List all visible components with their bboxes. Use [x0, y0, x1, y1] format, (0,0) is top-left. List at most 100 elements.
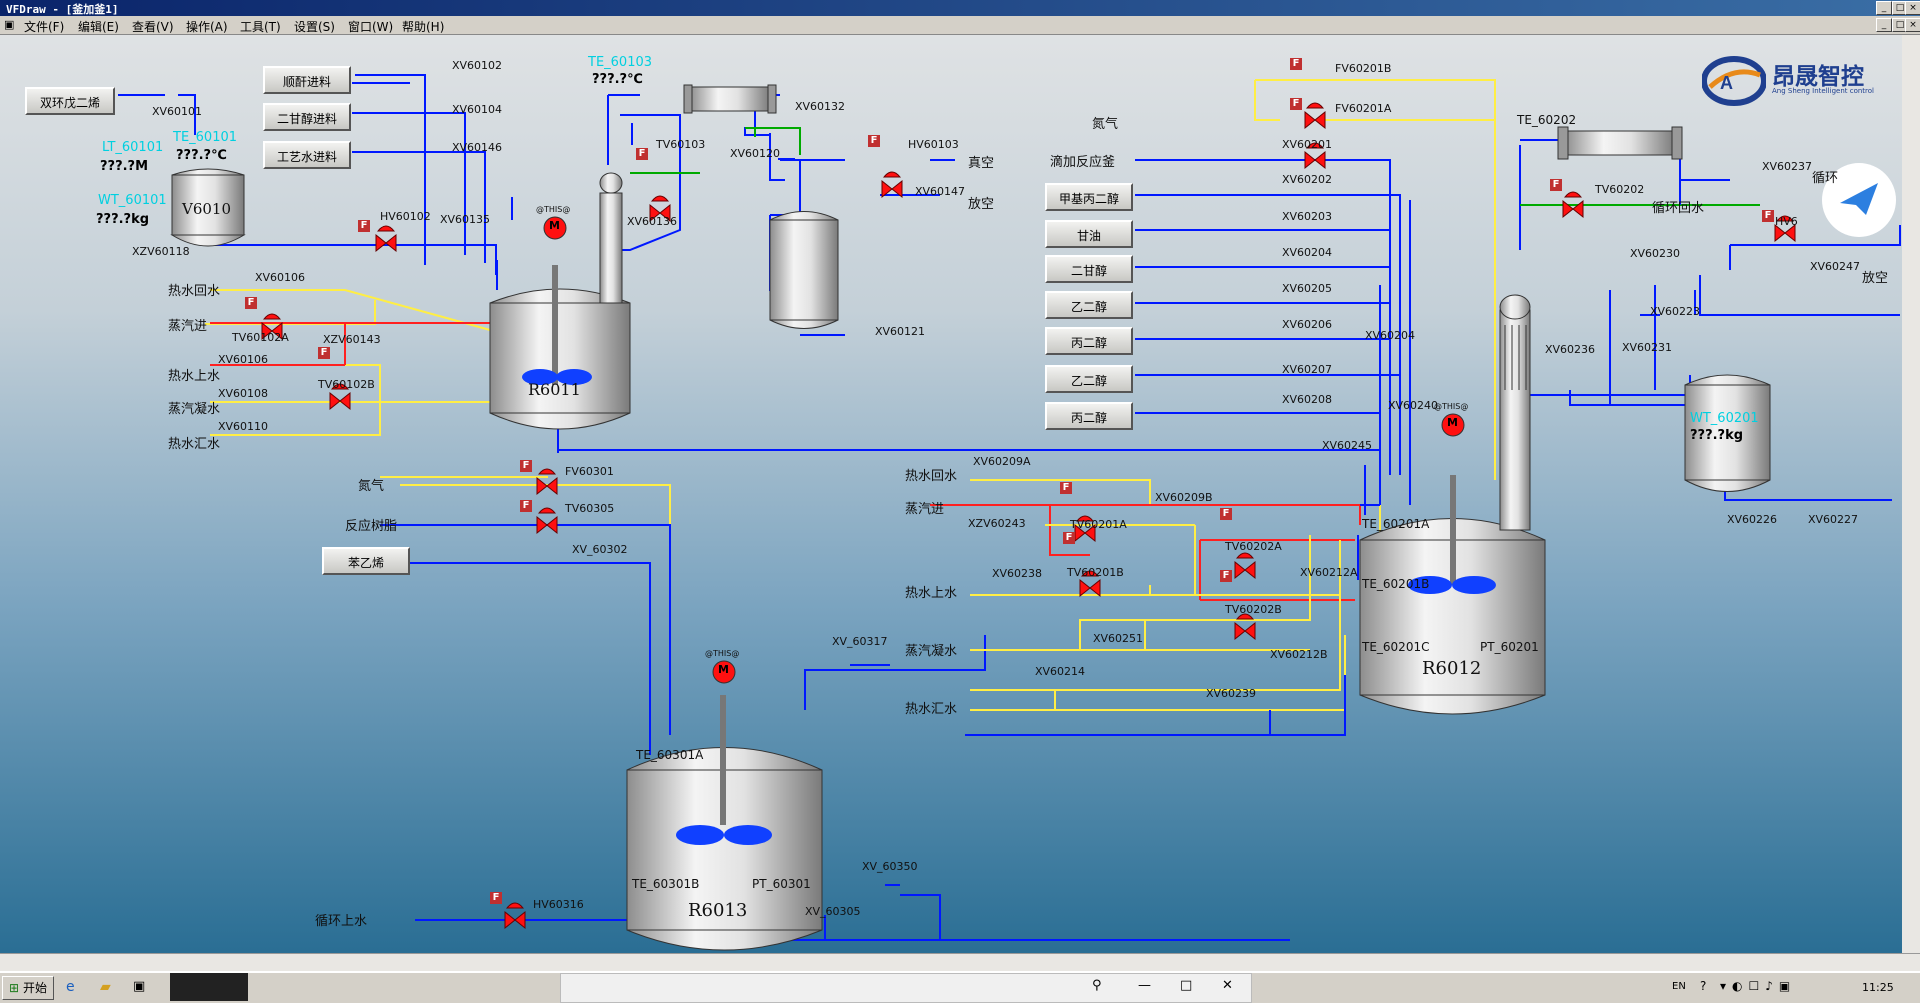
valve-xv60317[interactable]: XV_60317 — [832, 635, 888, 648]
valve-tv60103[interactable]: TV60103 — [656, 138, 706, 151]
menu-help[interactable]: 帮助(H) — [402, 20, 445, 34]
valve-xv60108[interactable]: XV60108 — [218, 387, 269, 400]
ie-icon[interactable]: e — [66, 979, 75, 995]
horizontal-scrollbar[interactable] — [0, 953, 1920, 972]
valve-xv60110[interactable]: XV60110 — [218, 420, 269, 433]
valve-xv60146[interactable]: XV60146 — [452, 141, 503, 154]
valve-xv60209b[interactable]: XV60209B — [1155, 491, 1213, 504]
close-button[interactable]: × — [1905, 1, 1920, 15]
menu-settings[interactable]: 设置(S) — [294, 20, 335, 34]
menu-window[interactable]: 窗口(W) — [348, 20, 394, 34]
minimize-button[interactable]: _ — [1876, 1, 1892, 15]
valve-xv60247[interactable]: XV60247 — [1810, 260, 1861, 273]
folder-icon[interactable]: ▰ — [100, 979, 111, 995]
start-button[interactable]: ⊞ 开始 — [2, 976, 54, 1000]
valve-fv60201b[interactable]: FV60201B — [1335, 62, 1392, 75]
valve-xv60202[interactable]: XV60202 — [1282, 173, 1333, 186]
valve-xv60204[interactable]: XV60204 — [1282, 246, 1333, 259]
language-indicator[interactable]: EN — [1672, 981, 1686, 992]
btn-ethylene-glycol-2[interactable]: 乙二醇 — [1045, 365, 1133, 393]
pin-icon[interactable]: ⚲ — [1092, 978, 1102, 993]
valve-xv60214[interactable]: XV60214 — [1035, 665, 1086, 678]
minimize-icon[interactable]: — — [1138, 978, 1151, 993]
valve-xv60212a[interactable]: XV60212A — [1300, 566, 1358, 579]
menu-operate[interactable]: 操作(A) — [186, 20, 228, 34]
menu-view[interactable]: 查看(V) — [132, 20, 174, 34]
valve-hv60316[interactable]: HV60316 — [533, 898, 584, 911]
valve-xv60208[interactable]: XV60208 — [1282, 393, 1333, 406]
valve-fv60301[interactable]: FV60301 — [565, 465, 614, 478]
motor-r6011-button[interactable]: M — [549, 219, 560, 232]
valve-xv60101[interactable]: XV60101 — [152, 105, 203, 118]
menu-file[interactable]: 文件(F) — [24, 20, 65, 34]
valve-hv60102[interactable]: HV60102 — [380, 210, 431, 223]
btn-maleic-feed[interactable]: 顺酐进料 — [263, 66, 351, 94]
valve-xzv60243[interactable]: XZV60243 — [968, 517, 1026, 530]
valve-xv60305[interactable]: XV_60305 — [805, 905, 861, 918]
restore-icon[interactable]: □ — [1180, 978, 1193, 993]
valve-xv60132[interactable]: XV60132 — [795, 100, 846, 113]
valve-xv60201[interactable]: XV60201 — [1282, 138, 1333, 151]
valve-xv60245[interactable]: XV60245 — [1322, 439, 1373, 452]
valve-xv60209a[interactable]: XV60209A — [973, 455, 1031, 468]
valve-xv60102[interactable]: XV60102 — [452, 59, 503, 72]
valve-xv60226[interactable]: XV60226 — [1727, 513, 1778, 526]
taskbar-window-thumbnail[interactable] — [170, 973, 248, 1001]
valve-xv60106b[interactable]: XV60106 — [218, 353, 269, 366]
mdi-close-button[interactable]: × — [1905, 18, 1920, 32]
valve-tv60202[interactable]: TV60202 — [1595, 183, 1645, 196]
valve-hv60103[interactable]: HV60103 — [908, 138, 959, 151]
valve-xv60147[interactable]: XV60147 — [915, 185, 966, 198]
valve-xv60104[interactable]: XV60104 — [452, 103, 503, 116]
valve-fv60201a[interactable]: FV60201A — [1335, 102, 1392, 115]
valve-xv60121[interactable]: XV60121 — [875, 325, 926, 338]
mdi-minimize-button[interactable]: _ — [1876, 18, 1892, 32]
btn-diglycol[interactable]: 二甘醇 — [1045, 255, 1133, 283]
valve-xv60212b[interactable]: XV60212B — [1270, 648, 1328, 661]
btn-propylene-glycol[interactable]: 丙二醇 — [1045, 327, 1133, 355]
valve-xv60203[interactable]: XV60203 — [1282, 210, 1333, 223]
menu-tools[interactable]: 工具(T) — [240, 20, 281, 34]
valve-tv60305[interactable]: TV60305 — [565, 502, 615, 515]
valve-xv60350[interactable]: XV_60350 — [862, 860, 918, 873]
valve-xv60227[interactable]: XV60227 — [1808, 513, 1859, 526]
menu-edit[interactable]: 编辑(E) — [78, 20, 119, 34]
btn-styrene[interactable]: 苯乙烯 — [322, 547, 410, 575]
btn-methylpropanediol[interactable]: 甲基丙二醇 — [1045, 183, 1133, 211]
valve-xv60238[interactable]: XV60238 — [992, 567, 1043, 580]
valve-hv6[interactable]: HV6 — [1775, 215, 1798, 228]
app-taskbar-icon[interactable]: ▣ — [133, 979, 146, 994]
valve-xzv60118[interactable]: XZV60118 — [132, 245, 190, 258]
valve-xv60204-b[interactable]: XV60204 — [1365, 329, 1416, 342]
valve-tv60102a[interactable]: TV60102A — [232, 331, 289, 344]
vertical-scrollbar[interactable] — [1902, 35, 1920, 953]
valve-xv60230[interactable]: XV60230 — [1630, 247, 1681, 260]
valve-xv60135[interactable]: XV60135 — [440, 213, 491, 226]
btn-diglycol-feed[interactable]: 二甘醇进料 — [263, 103, 351, 131]
tray-icons[interactable]: ▾◐☐♪▣ — [1720, 979, 1797, 993]
valve-xv60207[interactable]: XV60207 — [1282, 363, 1333, 376]
valve-tv60201a[interactable]: TV60201A — [1070, 518, 1127, 531]
valve-tv60202a[interactable]: TV60202A — [1225, 540, 1282, 553]
valve-xv60106a[interactable]: XV60106 — [255, 271, 306, 284]
assistant-bird-icon[interactable] — [1822, 163, 1896, 237]
valve-xv60120[interactable]: XV60120 — [730, 147, 781, 160]
valve-tv60102b[interactable]: TV60102B — [318, 378, 375, 391]
valve-xv60237[interactable]: XV60237 — [1762, 160, 1813, 173]
help-icon[interactable]: ? — [1700, 979, 1707, 993]
valve-xzv60143[interactable]: XZV60143 — [323, 333, 381, 346]
valve-xv60231[interactable]: XV60231 — [1622, 341, 1673, 354]
valve-xv60239[interactable]: XV60239 — [1206, 687, 1257, 700]
valve-xv60205[interactable]: XV60205 — [1282, 282, 1333, 295]
close-icon[interactable]: ✕ — [1222, 978, 1233, 993]
valve-xv60236[interactable]: XV60236 — [1545, 343, 1596, 356]
btn-propylene-glycol-2[interactable]: 丙二醇 — [1045, 402, 1133, 430]
btn-glycerol[interactable]: 甘油 — [1045, 220, 1133, 248]
valve-xv60251[interactable]: XV60251 — [1093, 632, 1144, 645]
btn-process-water-feed[interactable]: 工艺水进料 — [263, 141, 351, 169]
valve-xv60206[interactable]: XV60206 — [1282, 318, 1333, 331]
btn-dicyclopentadiene[interactable]: 双环戊二烯 — [25, 87, 115, 115]
motor-r6013-button[interactable]: M — [718, 663, 729, 676]
valve-tv60202b[interactable]: TV60202B — [1225, 603, 1282, 616]
valve-xv60223[interactable]: XV60223 — [1650, 305, 1701, 318]
